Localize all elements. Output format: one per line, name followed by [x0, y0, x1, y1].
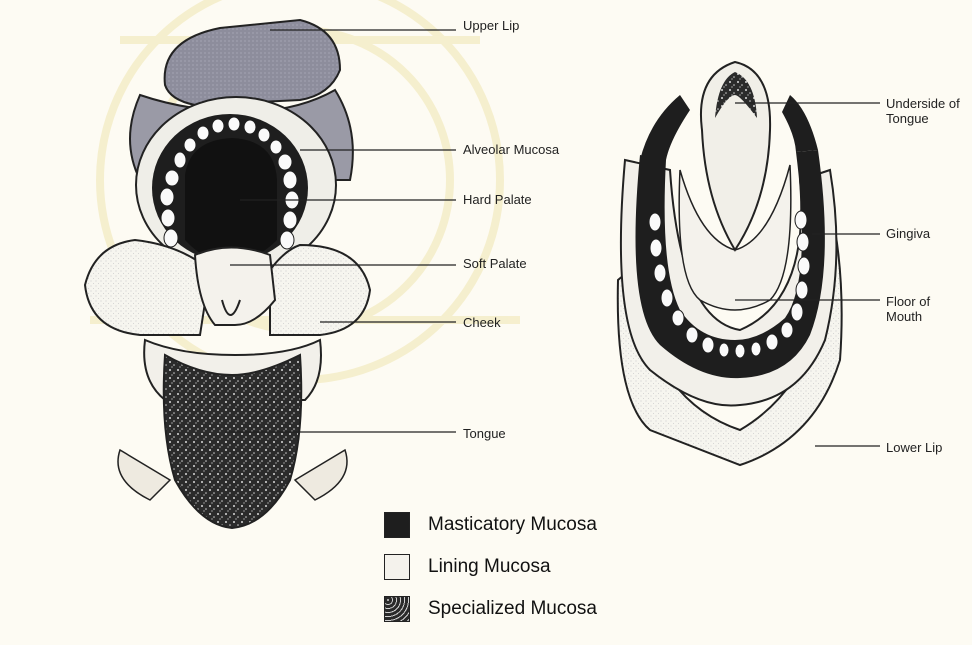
label-underside-of-tongue: Underside of Tongue — [886, 96, 960, 126]
left-flange — [640, 95, 690, 160]
legend-swatch-lining — [384, 554, 410, 580]
upper-mouth-figure — [85, 20, 370, 528]
label-floor-line2: Mouth — [886, 309, 930, 324]
legend-swatch-specialized — [384, 596, 410, 622]
legend-masticatory: Masticatory Mucosa — [384, 509, 597, 541]
tongue-shape — [164, 355, 302, 528]
soft-palate-shape — [195, 248, 275, 326]
legend-swatch-masticatory — [384, 512, 410, 538]
legend-specialized: Specialized Mucosa — [384, 593, 597, 625]
label-lower-lip: Lower Lip — [886, 440, 942, 455]
label-upper-lip: Upper Lip — [463, 18, 519, 33]
label-floor-line1: Floor of — [886, 294, 930, 309]
legend-label-masticatory: Masticatory Mucosa — [428, 514, 597, 536]
label-hard-palate: Hard Palate — [463, 192, 532, 207]
label-alveolar-mucosa: Alveolar Mucosa — [463, 142, 559, 157]
label-gingiva: Gingiva — [886, 226, 930, 241]
lower-mouth-figure — [618, 62, 842, 465]
label-tongue: Tongue — [463, 426, 506, 441]
upper-lip-shape — [165, 20, 340, 105]
legend-label-lining: Lining Mucosa — [428, 556, 551, 578]
label-soft-palate: Soft Palate — [463, 256, 527, 271]
legend-label-specialized: Specialized Mucosa — [428, 598, 597, 620]
lower-lip-right — [295, 450, 347, 500]
label-underside-line2: Tongue — [886, 111, 960, 126]
label-underside-line1: Underside of — [886, 96, 960, 111]
lower-lip-left — [118, 450, 170, 500]
label-cheek: Cheek — [463, 315, 501, 330]
label-floor-of-mouth: Floor of Mouth — [886, 294, 930, 324]
legend-lining: Lining Mucosa — [384, 551, 551, 583]
